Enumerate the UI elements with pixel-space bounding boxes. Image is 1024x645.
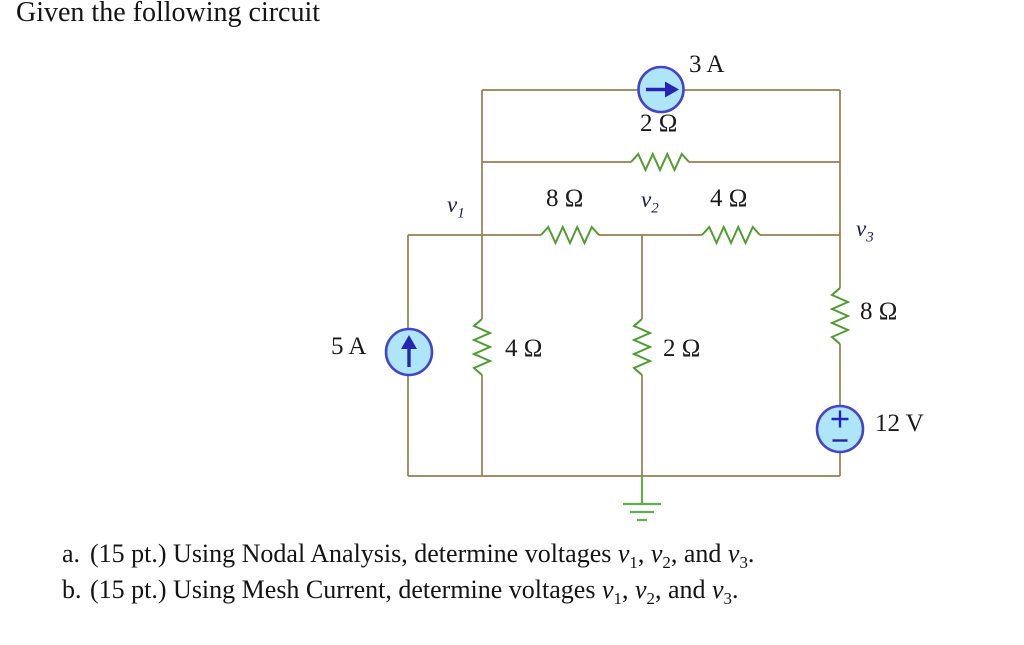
ground-symbol — [623, 476, 661, 522]
plus-sign — [831, 410, 849, 428]
current-source-3a — [637, 65, 685, 114]
node-v1-subscript: 1 — [457, 205, 465, 222]
node-v2-symbol: v — [641, 187, 652, 212]
node-v2-subscript: 2 — [651, 200, 659, 217]
label-4ohm-left: 4 Ω — [505, 335, 543, 362]
question-b: b. (15 pt.) Using Mesh Current, determine… — [62, 575, 739, 609]
label-node-v1: v1 — [447, 192, 465, 221]
voltage-source-12v-circle — [815, 404, 865, 454]
resistor-4ohm-middle — [701, 224, 761, 246]
node-v3-symbol: v — [856, 216, 867, 241]
label-2ohm-top: 2 Ω — [640, 110, 678, 137]
label-5a-source: 5 A — [331, 333, 367, 360]
question-b-text: (15 pt.) Using Mesh Current, determine v… — [90, 575, 739, 609]
resistor-8ohm-middle — [540, 224, 600, 246]
page-title: Given the following circuit — [16, 0, 321, 28]
label-8ohm-right: 8 Ω — [860, 298, 898, 325]
label-3a-source: 3 A — [689, 51, 725, 78]
label-node-v3: v3 — [856, 216, 874, 245]
question-a-marker: a. — [62, 539, 81, 568]
node-v1-symbol: v — [447, 192, 458, 217]
question-b-marker: b. — [62, 575, 82, 604]
label-4ohm-middle: 4 Ω — [710, 185, 748, 212]
resistors — [471, 151, 851, 376]
resistor-2ohm-center — [631, 318, 653, 376]
label-12v-source: 12 V — [875, 410, 924, 437]
wires — [407, 89, 841, 477]
label-8ohm-middle: 8 Ω — [546, 185, 584, 212]
question-a-text: (15 pt.) Using Nodal Analysis, determine… — [90, 539, 755, 573]
voltage-source-12v — [815, 404, 865, 454]
current-source-5a-arrow-head — [401, 335, 417, 349]
label-2ohm-center: 2 Ω — [663, 335, 701, 362]
resistor-2ohm-top — [630, 151, 690, 173]
current-source-3a-arrow-head — [665, 81, 679, 98]
question-a: a. (15 pt.) Using Nodal Analysis, determi… — [62, 539, 755, 573]
resistor-8ohm-right — [829, 287, 851, 345]
label-node-v2: v2 — [641, 187, 659, 216]
resistor-4ohm-left — [471, 318, 493, 376]
node-v3-subscript: 3 — [866, 229, 874, 246]
current-source-5a — [384, 327, 434, 377]
